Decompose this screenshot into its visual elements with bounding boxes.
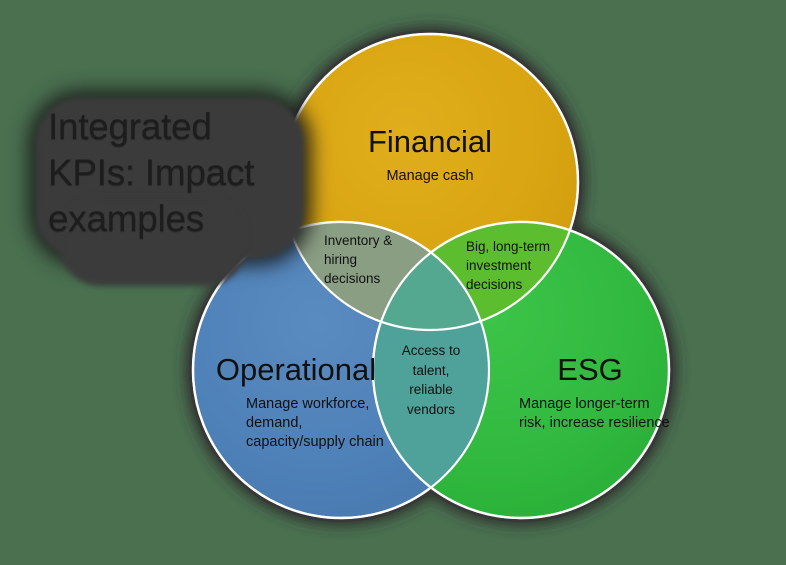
label-overlap-financial-operational: Inventory & hiring decisions — [324, 233, 393, 286]
overlap-center-wrap — [373, 222, 669, 518]
page-title-line-1: Integrated — [48, 106, 212, 147]
title-backdrop-lower — [60, 196, 246, 286]
label-financial-subtitle: Manage cash — [386, 168, 474, 184]
label-esg-heading: ESG — [557, 352, 623, 387]
label-overlap-financial-esg: Big, long-term investment decisions — [466, 239, 551, 292]
page-title-line-2: KPIs: Impact — [48, 152, 255, 193]
label-esg: ESG Manage longer-term risk, increase re… — [505, 352, 675, 433]
page-title-line-3: examples — [48, 198, 204, 239]
label-financial-heading: Financial — [367, 124, 493, 159]
page-title: Integrated KPIs: Impact examples — [48, 104, 310, 242]
label-operational-heading: Operational — [215, 352, 377, 387]
label-overlap-center: Access to talent, reliable vendors — [401, 343, 461, 417]
venn-outlines — [191, 32, 671, 520]
overlap-center[interactable] — [373, 222, 669, 518]
label-esg-subtitle: Manage longer-term risk, increase resili… — [519, 396, 670, 431]
label-operational-subtitle: Manage workforce, demand, capacity/suppl… — [246, 396, 384, 450]
label-operational: Operational Manage workforce, demand, ca… — [198, 352, 394, 452]
label-financial: Financial Manage cash — [330, 124, 530, 186]
